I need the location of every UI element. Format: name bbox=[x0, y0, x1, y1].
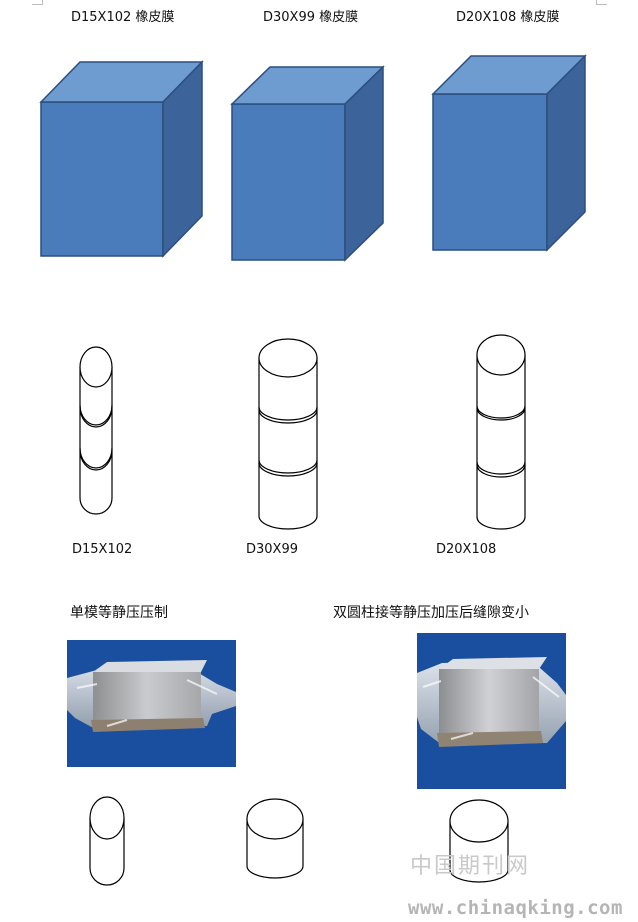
cylinder-label-1: D15X102 bbox=[72, 542, 133, 557]
box-label-3: D20X108 橡皮膜 bbox=[456, 10, 560, 25]
single-mold-caption: 单模等静压压制 bbox=[70, 605, 168, 621]
double-cylinder-caption: 双圆柱接等静压加压后缝隙变小 bbox=[333, 605, 529, 621]
rubber-box-3 bbox=[431, 54, 587, 252]
rubber-box-2 bbox=[230, 65, 385, 262]
watermark-url: www.chinaqking.com bbox=[408, 897, 623, 919]
cylinder-label-3: D20X108 bbox=[436, 542, 497, 557]
stacked-cylinders-2 bbox=[258, 338, 318, 530]
cylinder-label-2: D30X99 bbox=[246, 542, 298, 557]
rubber-box-1 bbox=[39, 60, 204, 258]
watermark-site-name: 中国期刊网 bbox=[410, 854, 531, 879]
stacked-cylinders-3 bbox=[476, 334, 526, 530]
pressed-sample-photo-right bbox=[417, 633, 566, 789]
pressed-sample-photo-left bbox=[67, 640, 236, 767]
corner-mark-left bbox=[32, 0, 43, 5]
stacked-cylinders-1 bbox=[79, 346, 113, 515]
box-label-1: D15X102 橡皮膜 bbox=[71, 10, 175, 25]
box-label-2: D30X99 橡皮膜 bbox=[263, 10, 359, 25]
corner-mark-right bbox=[596, 0, 607, 5]
